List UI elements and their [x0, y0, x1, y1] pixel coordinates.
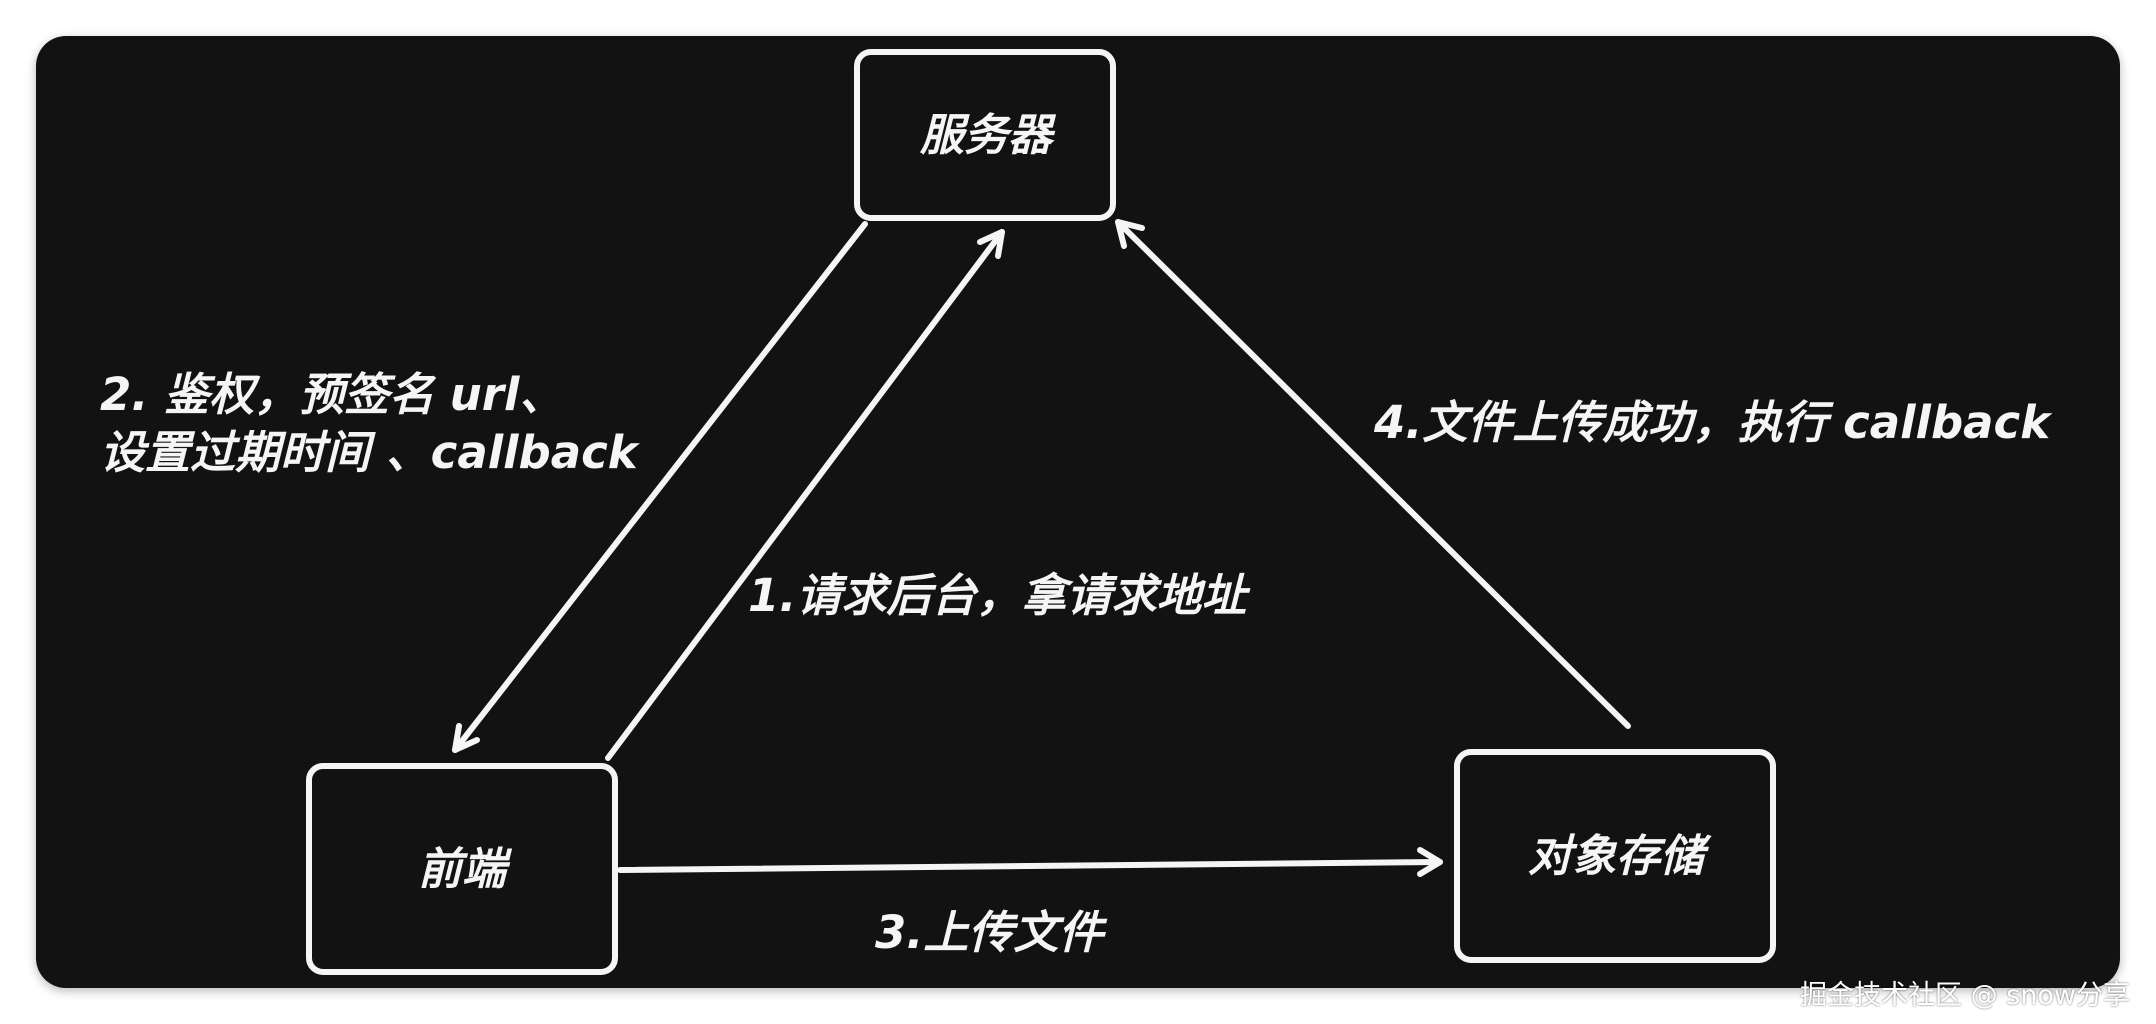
- watermark: 掘金技术社区 @ snow分享: [1800, 980, 2130, 1011]
- auth-arrow-label-line1: 2. 鉴权，预签名 url、: [100, 368, 564, 421]
- frontend-node-label: 前端: [418, 844, 513, 895]
- auth-arrow-label-line2: 设置过期时间 、callback: [100, 426, 641, 479]
- callback-arrow-label: 4.文件上传成功，执行 callback: [1373, 396, 2053, 449]
- storage-node-label: 对象存储: [1528, 831, 1712, 882]
- auth-arrow: [452, 221, 868, 753]
- frontend-node-box: [306, 763, 618, 975]
- storage-node-box: [1454, 749, 1776, 963]
- callback-arrow: [1115, 219, 1631, 729]
- request-arrow-label: 1.请求后台，拿请求地址: [748, 569, 1251, 622]
- server-node-box: [854, 49, 1116, 221]
- upload-arrow: [617, 847, 1443, 877]
- upload-arrow-label: 3.上传文件: [875, 906, 1107, 959]
- request-arrow: [605, 229, 1005, 761]
- server-node-label: 服务器: [919, 110, 1057, 161]
